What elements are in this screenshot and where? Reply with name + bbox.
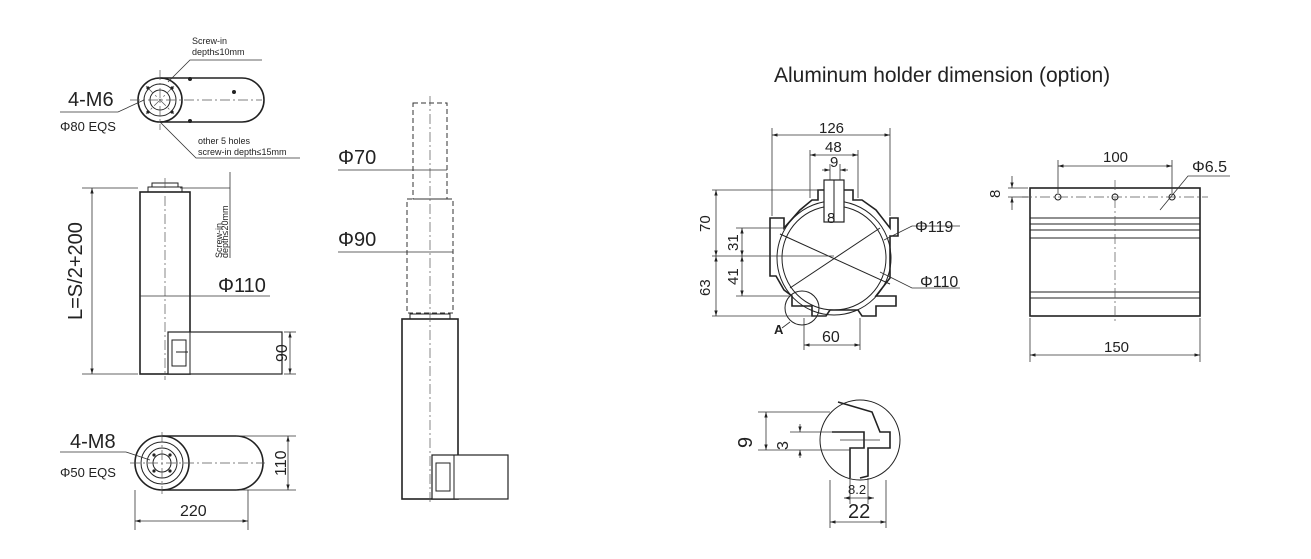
side-view (82, 172, 296, 380)
bottom-pcd-label: Φ50 EQS (60, 465, 116, 480)
dim-8: 8 (827, 210, 835, 227)
dim-9: 9 (830, 154, 838, 171)
bottom-view (60, 432, 296, 530)
side-screw-note-2: depth≤20mm (220, 206, 230, 258)
detail-dim-8-2: 8.2 (848, 482, 866, 497)
top-pcd-label: Φ80 EQS (60, 119, 116, 134)
holder-front-view (712, 128, 960, 350)
phi65-label: Φ6.5 (1192, 159, 1227, 176)
extended-view (338, 96, 509, 504)
dim-126: 126 (819, 120, 844, 137)
detail-a-view (758, 399, 901, 528)
top-screw-note-2: depth≤10mm (192, 47, 244, 57)
dim-70: 70 (697, 215, 714, 232)
detail-dim-9: 9 (735, 437, 757, 448)
detail-dim-22: 22 (848, 501, 870, 523)
holder-side-view (1008, 160, 1230, 362)
side-dim-8: 8 (987, 190, 1004, 198)
top-view (60, 59, 300, 159)
detail-dim-3: 3 (775, 441, 792, 450)
top-thread-label: 4-M6 (68, 89, 114, 111)
length-label: L=S/2+200 (65, 222, 87, 320)
top-screw-note-1: Screw-in (192, 36, 227, 46)
dim-100: 100 (1103, 149, 1128, 166)
top-holes-note-2: screw-in depth≤15mm (198, 147, 286, 157)
dim-41: 41 (725, 268, 742, 285)
bottom-width-label: 220 (180, 503, 207, 520)
bottom-thread-label: 4-M8 (70, 431, 116, 453)
dim-150: 150 (1104, 339, 1129, 356)
dim-60: 60 (822, 329, 840, 346)
dim-63: 63 (697, 279, 714, 296)
phi119-label: Φ119 (915, 219, 953, 236)
dim-48: 48 (825, 139, 842, 156)
side-diameter-label: Φ110 (218, 275, 266, 297)
motor-height-label: 90 (274, 344, 291, 362)
dim-31: 31 (725, 234, 742, 251)
phi110-label: Φ110 (920, 274, 958, 291)
side-screw-note-1: Screw-in (214, 223, 224, 258)
bottom-height-label: 110 (273, 450, 290, 476)
page-title: Aluminum holder dimension (option) (774, 64, 1110, 87)
phi70-label: Φ70 (338, 147, 376, 169)
top-holes-note-1: other 5 holes (198, 136, 251, 146)
phi90-label: Φ90 (338, 229, 376, 251)
detail-mark-a: A (774, 322, 784, 337)
